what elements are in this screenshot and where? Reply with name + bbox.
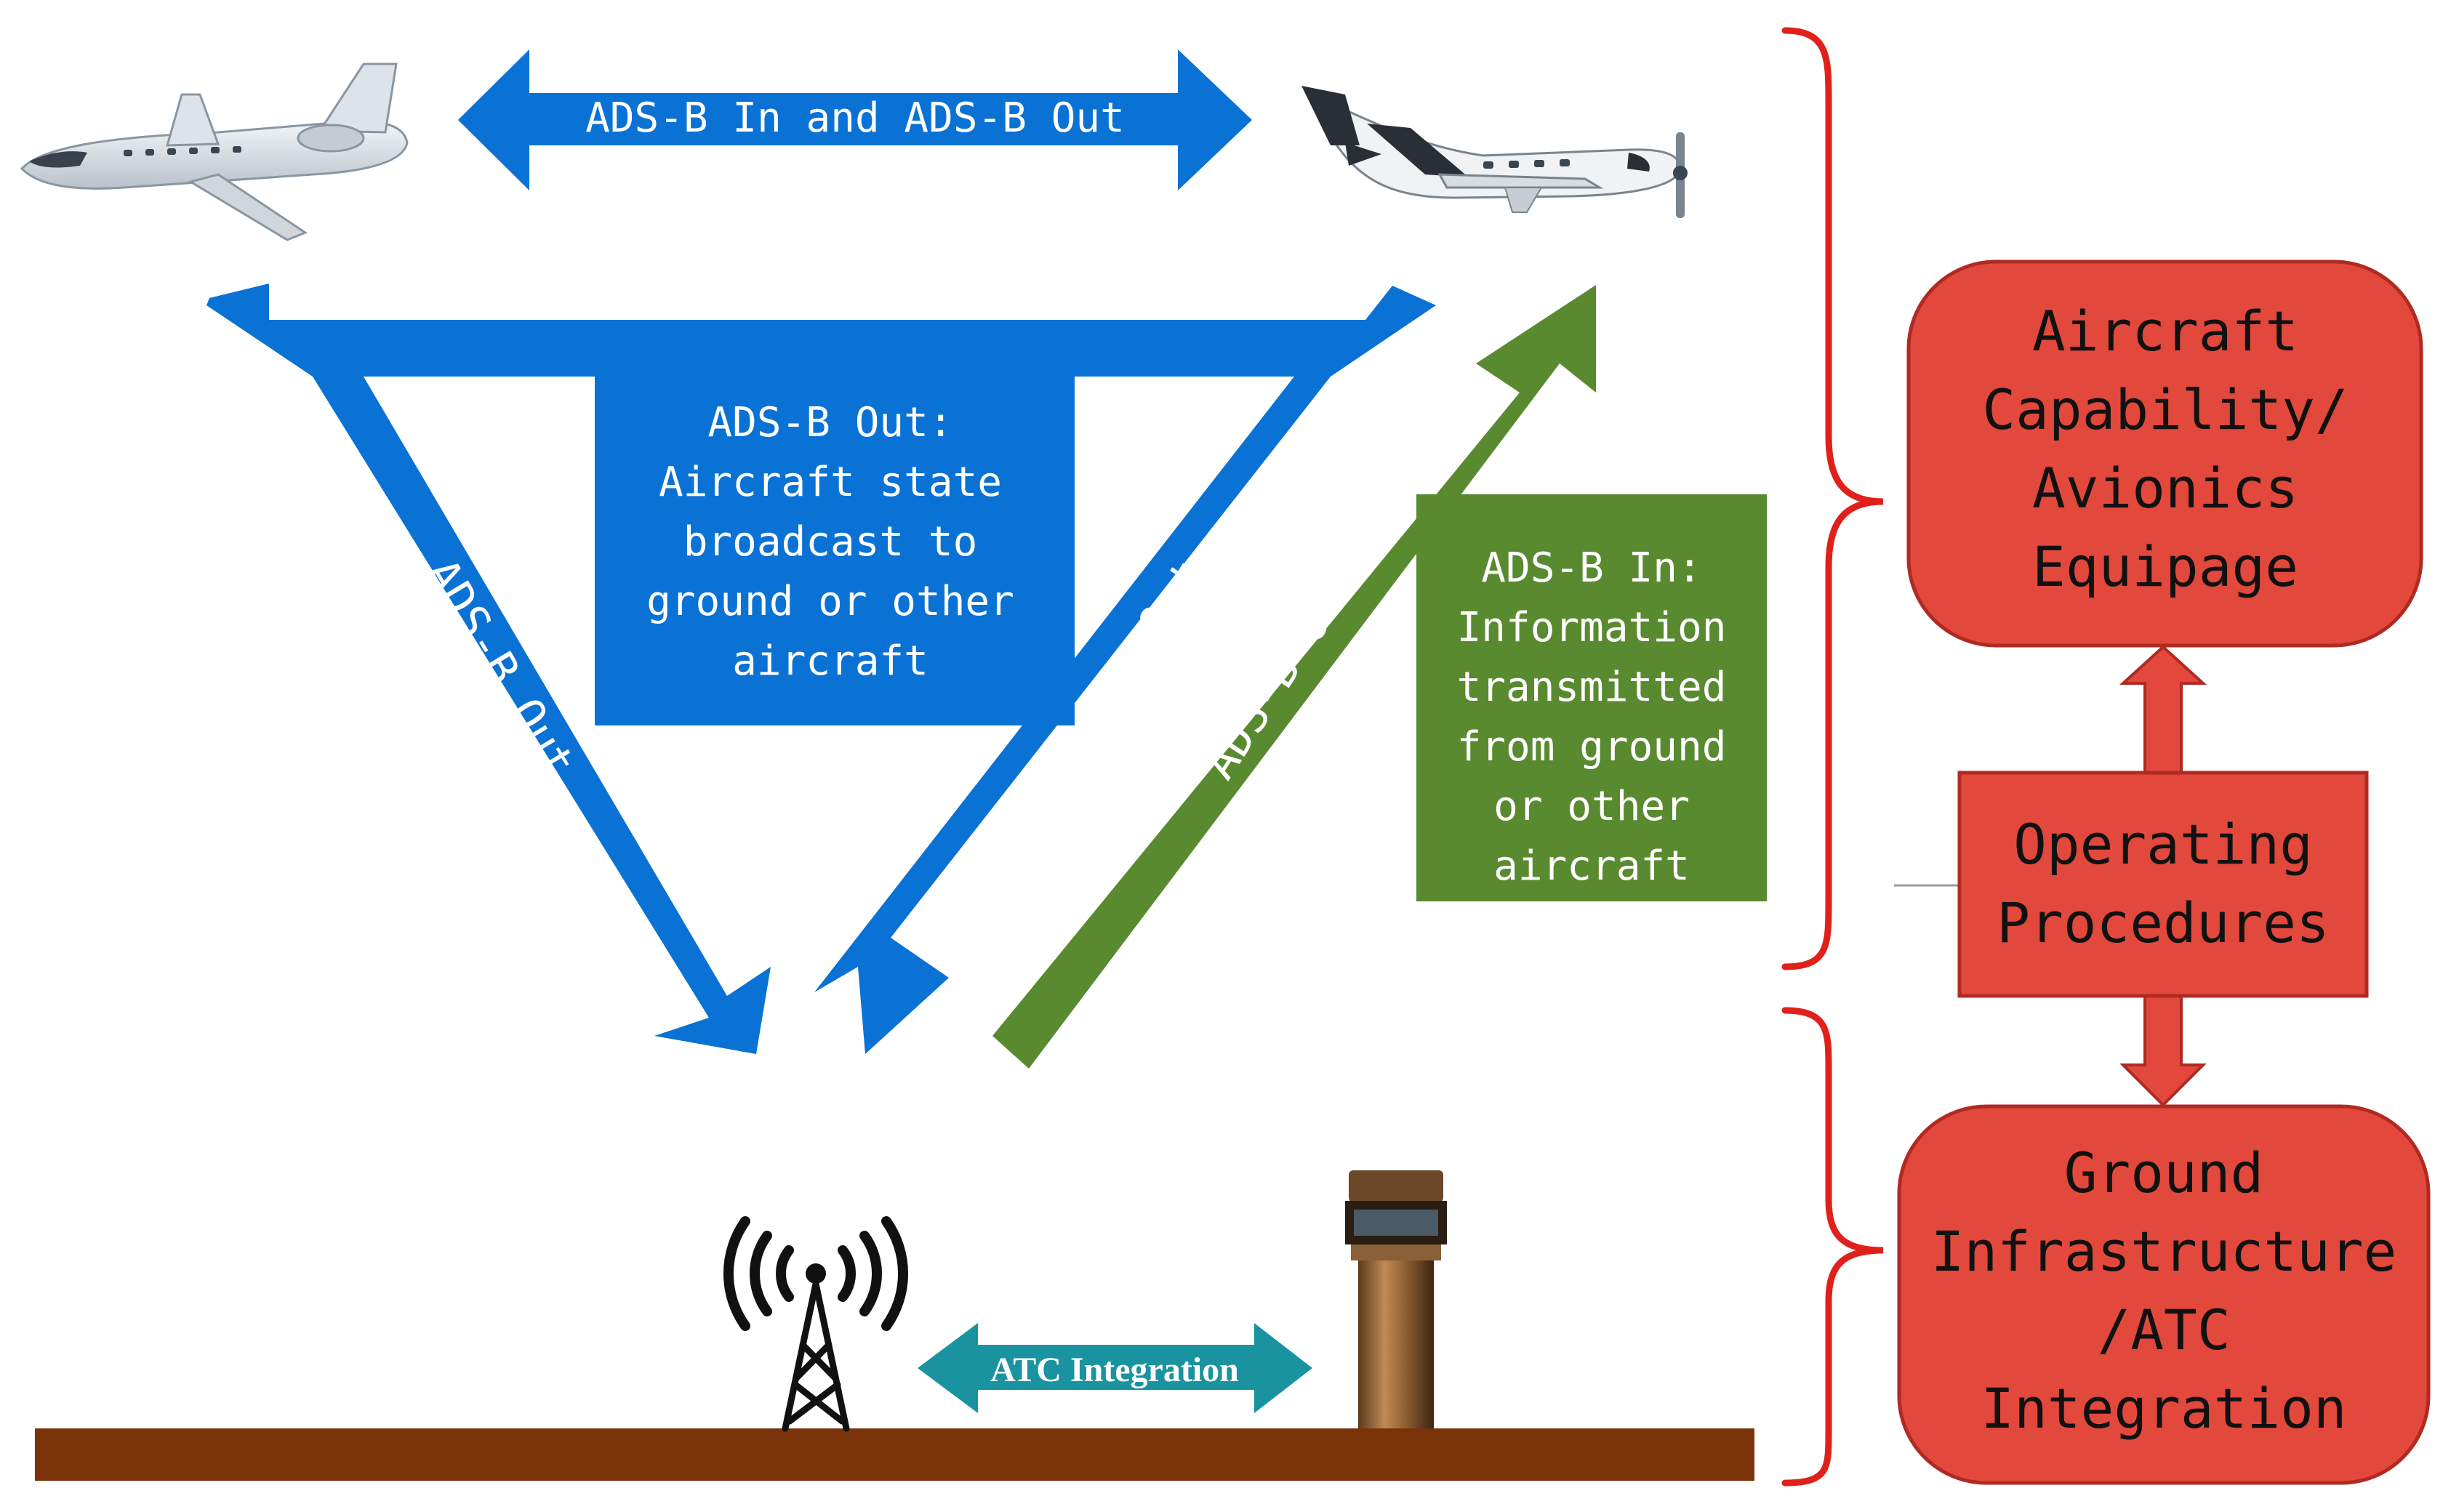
- jet-aircraft-icon: [20, 63, 409, 241]
- radio-tower-icon: [723, 1216, 908, 1432]
- ground-infrastructure-box: Ground Infrastructure /ATC Integration: [1897, 1104, 2431, 1485]
- in-box-line: transmitted: [1457, 664, 1727, 711]
- bottom-brace: [1781, 1007, 1884, 1487]
- ground-box-line: Integration: [1981, 1376, 2346, 1441]
- control-tower-icon: [1345, 1170, 1447, 1428]
- ground-box-line: /ATC: [2097, 1298, 2230, 1362]
- in-box-line: aircraft: [1493, 843, 1690, 890]
- atc-integration-arrow: ATC Integration: [918, 1323, 1312, 1413]
- top-double-arrow: ADS-B In and ADS-B Out: [458, 49, 1252, 190]
- procedures-box-line: Operating: [2013, 812, 2313, 877]
- aircraft-capability-box: Aircraft Capability/ Avionics Equipage: [1906, 260, 2423, 648]
- turboprop-aircraft-icon: [1301, 86, 1688, 218]
- top-arrow-label: ADS-B In and ADS-B Out: [585, 94, 1125, 142]
- procedures-down-arrow: [2119, 994, 2207, 1107]
- atc-arrow-label: ATC Integration: [990, 1351, 1239, 1389]
- ground-bar: [35, 1428, 1754, 1481]
- in-box-line: ADS-B In:: [1481, 544, 1701, 592]
- operating-procedures-box: Operating Procedures: [1957, 771, 2369, 998]
- ads-b-in-box: ADS-B In: Information transmitted from g…: [1416, 494, 1767, 901]
- ground-box-line: Infrastructure: [1931, 1219, 2397, 1284]
- green-arrow-label: ADS-B Out: [1192, 555, 1370, 789]
- ads-b-out-box: ADS-B Out: Aircraft state broadcast to g…: [595, 377, 1075, 725]
- procedures-up-arrow: [2119, 645, 2207, 774]
- procedures-box-line: Procedures: [1997, 890, 2330, 955]
- out-box-line: ADS-B Out:: [707, 399, 952, 446]
- aircraft-box-line: Aircraft: [2032, 299, 2298, 363]
- top-brace: [1781, 27, 1884, 970]
- in-box-line: Information: [1457, 604, 1727, 651]
- out-box-line: ground or other: [646, 578, 1014, 625]
- aircraft-box-line: Avionics: [2032, 456, 2298, 520]
- out-box-line: broadcast to: [683, 518, 978, 566]
- ground-box-line: Ground: [2064, 1141, 2264, 1205]
- in-box-line: from ground: [1457, 723, 1727, 771]
- out-box-line: Aircraft state: [659, 459, 1002, 506]
- in-box-line: or other: [1493, 783, 1690, 830]
- aircraft-box-line: Equipage: [2032, 534, 2298, 599]
- aircraft-box-line: Capability/: [1982, 377, 2348, 442]
- left-arrow-label: ADS-B Out: [415, 550, 587, 787]
- out-box-line: aircraft: [732, 638, 928, 685]
